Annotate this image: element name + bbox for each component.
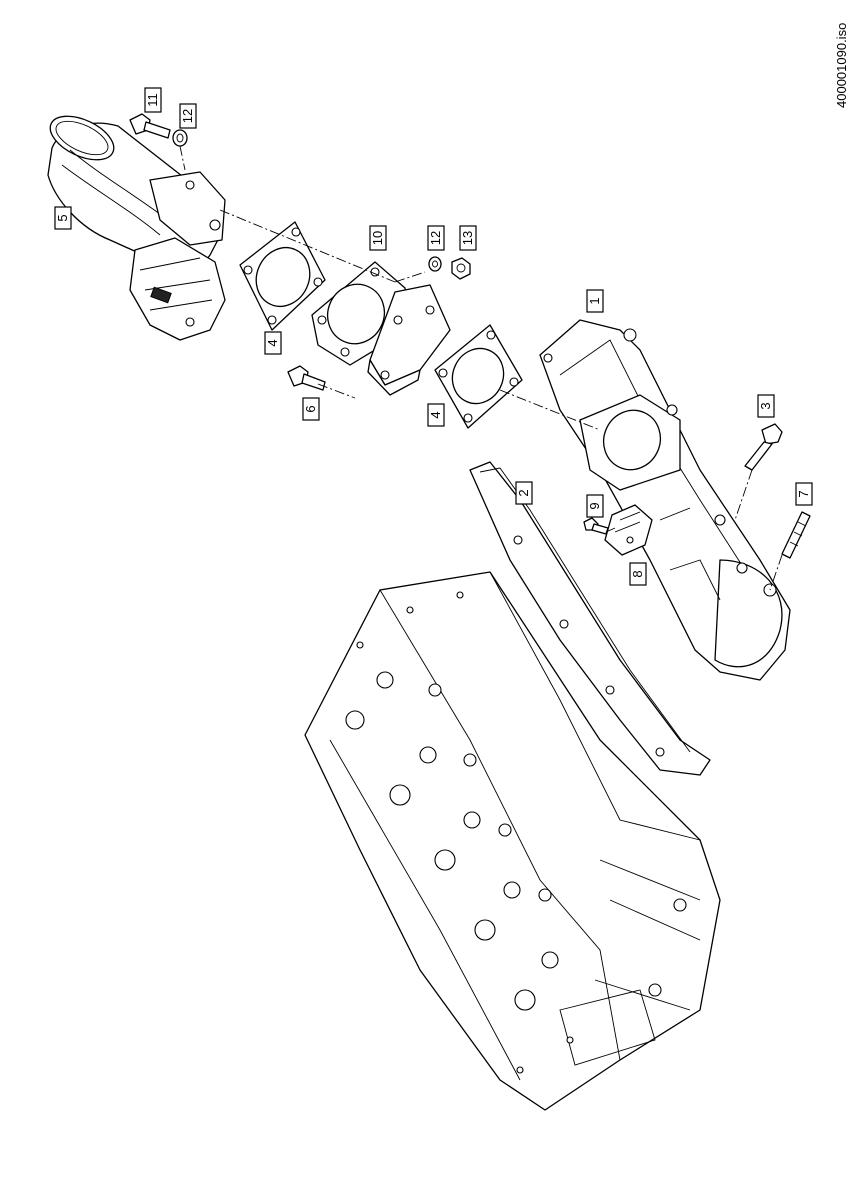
- callout-1: 1: [586, 289, 604, 313]
- part-nut-13: [451, 257, 471, 280]
- callout-label: 11: [145, 93, 160, 107]
- callout-7: 7: [795, 482, 813, 506]
- callout-label: 2: [516, 489, 531, 496]
- callout-label: 4: [265, 339, 280, 346]
- callout-label: 7: [796, 490, 811, 497]
- cylinder-head: [304, 571, 721, 1111]
- callout-2: 2: [515, 481, 533, 505]
- callout-label: 6: [303, 405, 318, 412]
- assembly-lines: [179, 145, 783, 591]
- callout-9: 9: [586, 494, 604, 518]
- document-id: 400001090.iso: [834, 23, 849, 108]
- callout-13: 13: [459, 225, 477, 251]
- callout-12-top: 12: [179, 103, 197, 129]
- part-washer-12-top: [172, 129, 188, 147]
- callout-12-middle: 12: [427, 225, 445, 251]
- callout-5: 5: [54, 206, 72, 230]
- callout-8: 8: [629, 562, 647, 586]
- callout-label: 13: [460, 231, 475, 245]
- callout-6: 6: [302, 397, 320, 421]
- part-bolt-6: [287, 365, 326, 391]
- part-flange-adapter-10: [311, 261, 451, 396]
- callout-4-upper: 4: [264, 331, 282, 355]
- part-gasket-4-upper: [239, 221, 326, 331]
- part-bolt-3: [744, 423, 783, 471]
- part-gasket-4-lower: [434, 324, 523, 429]
- part-screw-9: [583, 517, 609, 535]
- part-washer-12-middle: [428, 256, 442, 272]
- part-stud-7: [781, 511, 811, 559]
- part-intake-manifold-1: [539, 319, 791, 681]
- part-intake-throttle-body: [47, 115, 226, 341]
- callout-label: 12: [428, 231, 443, 245]
- callout-label: 4: [428, 411, 443, 418]
- callout-label: 1: [587, 297, 602, 304]
- callout-label: 3: [758, 402, 773, 409]
- callout-label: 12: [180, 109, 195, 123]
- callout-11: 11: [144, 87, 162, 113]
- callout-label: 10: [370, 231, 385, 245]
- callout-label: 8: [630, 570, 645, 577]
- callout-4-lower: 4: [427, 403, 445, 427]
- callout-3: 3: [757, 394, 775, 418]
- callout-label: 9: [587, 502, 602, 509]
- part-sensor-8: [604, 504, 653, 556]
- callout-10: 10: [369, 225, 387, 251]
- part-bolt-11: [129, 113, 171, 139]
- callout-label: 5: [55, 214, 70, 221]
